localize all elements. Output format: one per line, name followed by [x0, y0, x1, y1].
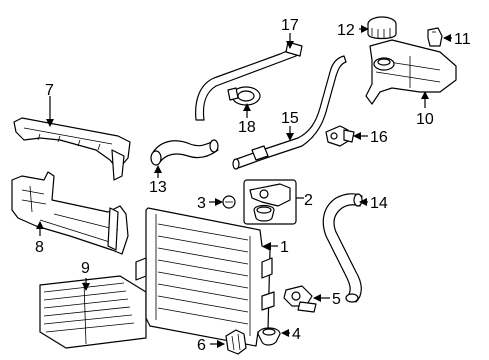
callout-16: 16 — [370, 129, 388, 146]
callout-14: 14 — [370, 195, 388, 212]
part-coolant-pipe — [232, 55, 347, 170]
callout-2: 2 — [304, 192, 313, 209]
part-pressure-cap — [367, 16, 397, 40]
callout-1: 1 — [280, 239, 289, 256]
callout-4: 4 — [292, 326, 301, 343]
callout-8: 8 — [35, 239, 44, 256]
part-upper-support-baffle — [13, 117, 131, 181]
part-bracket-grommet-kit — [243, 179, 297, 225]
part-radiator — [135, 207, 275, 347]
callout-17: 17 — [281, 17, 299, 34]
callout-5: 5 — [332, 291, 341, 308]
part-coolant-reservoir — [365, 39, 457, 105]
callout-13: 13 — [149, 179, 167, 196]
part-level-sensor — [427, 27, 443, 47]
part-fitting — [325, 125, 355, 147]
callout-9: 9 — [81, 260, 90, 277]
callout-11: 11 — [454, 31, 471, 48]
part-overflow-hose — [195, 41, 303, 121]
part-grille-shutter — [39, 275, 147, 349]
callout-6: 6 — [197, 337, 206, 354]
callout-18: 18 — [238, 119, 256, 136]
part-mount-grommet — [257, 327, 281, 346]
part-upper-hose — [150, 139, 219, 166]
part-drain-valve — [283, 285, 317, 313]
callout-15: 15 — [281, 110, 299, 127]
part-hose-clamp — [227, 86, 261, 106]
callout-numbers: 1 2 3 4 5 6 7 8 9 10 11 12 13 14 15 16 1… — [35, 17, 471, 354]
part-bolt — [222, 195, 236, 209]
callout-3: 3 — [197, 195, 206, 212]
leader-lines — [36, 25, 452, 348]
part-lower-hose — [322, 193, 363, 303]
part-air-deflector-frame — [11, 171, 129, 255]
callout-10: 10 — [416, 111, 434, 128]
part-retainer-clip — [225, 329, 247, 355]
callout-7: 7 — [45, 82, 54, 99]
callout-12: 12 — [337, 22, 355, 39]
